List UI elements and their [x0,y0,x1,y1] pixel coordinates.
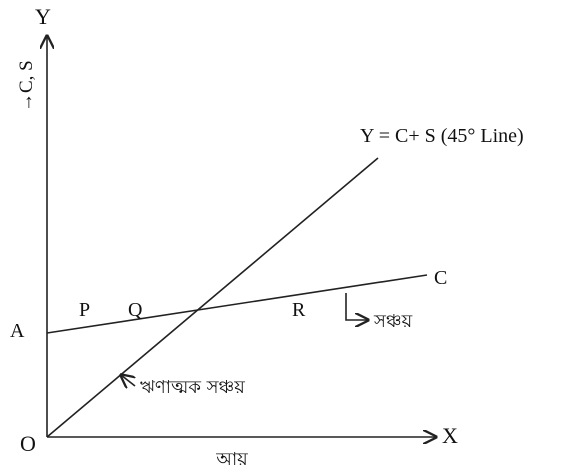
intercept-label: A [10,320,25,342]
x-axis-label: X [442,423,458,448]
diagonal-line [46,157,379,438]
negative-savings-arrow [121,375,135,386]
y-axis-label: Y [35,4,51,29]
origin-label: O [20,431,36,456]
point-p-label: P [79,299,90,321]
negative-savings-label: ঋণাত্মক সঞ্চয় [140,377,245,398]
savings-label: সঞ্চয় [373,311,413,332]
y-axis-quantity: →C, S [16,60,37,112]
savings-arrow [345,293,368,320]
point-q-label: Q [128,299,143,321]
consumption-line-label: C [434,267,447,289]
point-r-label: R [292,299,306,321]
x-axis-quantity: আয় [215,449,248,470]
consumption-line [46,274,428,334]
diagonal-line-label: Y = C+ S (45° Line) [360,125,524,147]
